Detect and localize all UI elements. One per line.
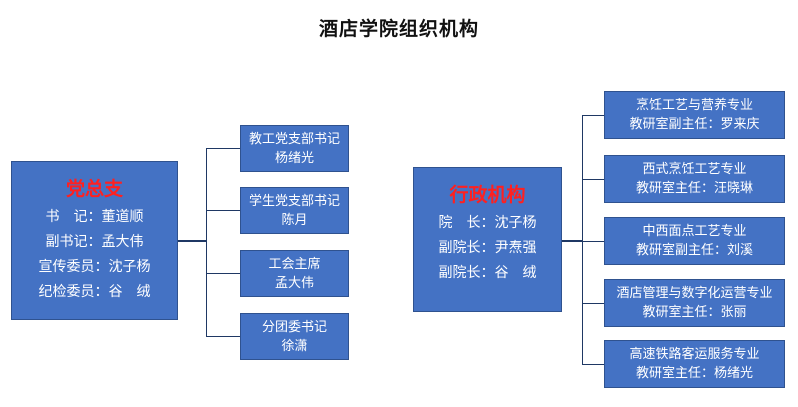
admin-unit-box: 酒店管理与数字化运营专业 教研室主任：张丽 [604, 279, 785, 327]
party-unit-box: 工会主席 孟大伟 [240, 250, 349, 297]
connector [206, 148, 240, 149]
party-unit-title: 学生党支部书记 [248, 194, 340, 209]
party-member: 宣传委员：沈子杨 [38, 259, 151, 275]
party-member: 纪检委员：谷 绒 [38, 284, 151, 300]
admin-unit-person: 教研室主任：杨绪光 [635, 366, 753, 381]
connector [582, 303, 604, 304]
admin-unit-person: 教研室主任：汪晓琳 [635, 181, 753, 196]
connector [562, 240, 583, 242]
admin-unit-major: 高速铁路客运服务专业 [629, 347, 760, 362]
connector [582, 179, 604, 180]
admin-box: 行政机构 院 长：沈子杨 副院长：尹焘强 副院长：谷 绒 [413, 167, 562, 312]
connector [206, 273, 240, 274]
admin-heading: 行政机构 [449, 184, 526, 206]
admin-unit-box: 烹饪工艺与营养专业 教研室副主任：罗来庆 [604, 91, 785, 139]
admin-unit-major: 酒店管理与数字化运营专业 [616, 286, 773, 301]
admin-unit-person: 教研室副主任：刘溪 [635, 243, 753, 258]
party-unit-title: 分团委书记 [261, 320, 327, 335]
admin-unit-major: 烹饪工艺与营养专业 [635, 98, 753, 113]
connector [582, 241, 604, 242]
admin-unit-box: 中西面点工艺专业 教研室副主任：刘溪 [604, 217, 785, 265]
connector [582, 115, 604, 116]
party-unit-box: 教工党支部书记 杨绪光 [240, 125, 349, 172]
party-unit-person: 陈月 [281, 213, 308, 228]
party-unit-box: 分团委书记 徐潇 [240, 313, 349, 360]
connector [206, 148, 207, 337]
admin-unit-box: 西式烹饪工艺专业 教研室主任：汪晓琳 [604, 155, 785, 203]
party-member: 书 记：董道顺 [45, 209, 144, 225]
party-branch-heading: 党总支 [65, 178, 123, 200]
party-unit-person: 徐潇 [281, 339, 308, 354]
page-title: 酒店学院组织机构 [318, 18, 479, 40]
connector [582, 364, 604, 365]
party-member: 副书记：孟大伟 [45, 234, 144, 250]
connector [582, 115, 583, 364]
connector [206, 336, 240, 337]
party-unit-title: 教工党支部书记 [248, 132, 340, 147]
party-unit-box: 学生党支部书记 陈月 [240, 187, 349, 234]
admin-member: 副院长：尹焘强 [438, 240, 537, 256]
admin-member: 副院长：谷 绒 [438, 265, 537, 281]
admin-unit-box: 高速铁路客运服务专业 教研室主任：杨绪光 [604, 340, 785, 388]
admin-member: 院 长：沈子杨 [438, 215, 537, 231]
admin-unit-person: 教研室副主任：罗来庆 [629, 117, 760, 132]
party-branch-box: 党总支 书 记：董道顺 副书记：孟大伟 宣传委员：沈子杨 纪检委员：谷 绒 [11, 161, 178, 320]
connector [206, 210, 240, 211]
admin-unit-major: 中西面点工艺专业 [642, 224, 747, 239]
admin-unit-person: 教研室主任：张丽 [642, 305, 747, 320]
party-unit-person: 杨绪光 [274, 151, 314, 166]
party-unit-person: 孟大伟 [274, 276, 314, 291]
admin-unit-major: 西式烹饪工艺专业 [642, 162, 747, 177]
party-unit-title: 工会主席 [268, 257, 321, 272]
connector [178, 240, 207, 242]
